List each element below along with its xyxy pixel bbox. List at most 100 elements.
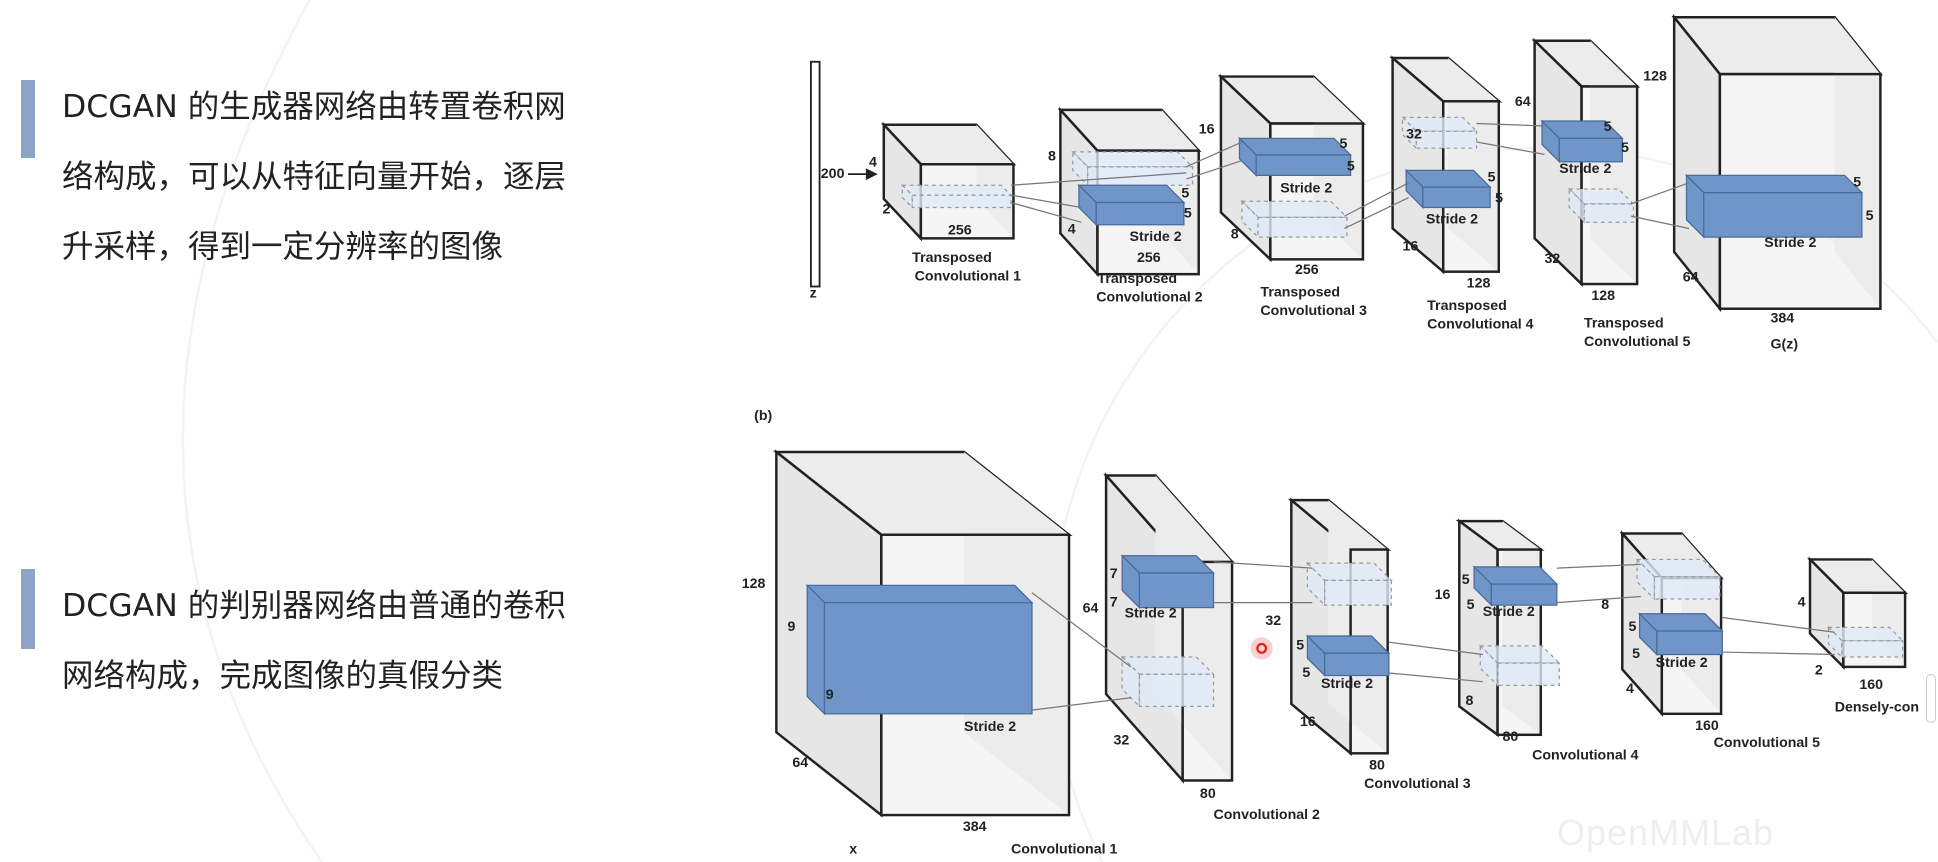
receptive-field (1841, 640, 1904, 658)
discriminator-label: 9 (826, 687, 834, 703)
discriminator-label: 8 (1465, 693, 1473, 709)
receptive-field (901, 183, 913, 209)
generator-label: 5 (1495, 191, 1503, 207)
generator-label: 256 (1137, 250, 1161, 266)
generator-label: 200 (821, 166, 845, 182)
discriminator-label: 5 (1467, 597, 1475, 613)
generator-label: Stride 2 (1559, 161, 1611, 177)
connection-line (1476, 141, 1545, 155)
discriminator-label: 7 (1110, 566, 1118, 582)
generator-label: 4 (1068, 221, 1076, 237)
discriminator-label: 160 (1695, 718, 1719, 734)
kernel-prism-front (1490, 583, 1558, 606)
generator-label: 5 (1339, 136, 1347, 152)
generator-label: 2 (883, 202, 891, 218)
generator-label: 5 (1347, 158, 1355, 174)
watermark: OpenMMLab (1557, 812, 1775, 853)
receptive-field (1400, 116, 1479, 132)
text-line: DCGAN 的生成器网络由转置卷积网 (62, 89, 566, 125)
background-arc (181, 0, 323, 862)
discriminator-label: 4 (1798, 594, 1806, 610)
generator-label: Convolutional 1 (915, 268, 1022, 284)
generator-label: 8 (1231, 226, 1239, 242)
receptive-field (1496, 662, 1560, 687)
scroll-handle[interactable] (1926, 674, 1936, 723)
discriminator-label: 160 (1859, 677, 1883, 693)
discriminator-label: Densely-con (1835, 699, 1919, 715)
discriminator-label: 16 (1435, 587, 1451, 603)
generator-label: 5 (1184, 205, 1192, 221)
text-line: 升采样，得到一定分辨率的图像 (62, 229, 504, 265)
generator-label: 16 (1199, 121, 1215, 137)
text-line: 络构成，可以从特征向量开始，逐层 (62, 159, 567, 195)
generator-label: 5 (1604, 119, 1612, 135)
discriminator-label: 5 (1296, 638, 1304, 654)
kernel-prism-front (1095, 201, 1185, 226)
generator-label: 5 (1853, 174, 1861, 190)
receptive-field (900, 184, 1013, 196)
receptive-field (1401, 115, 1417, 150)
discriminator-label: Stride 2 (964, 719, 1016, 735)
discriminator-label: 128 (742, 576, 766, 592)
panel-label-b: (b) (754, 408, 772, 424)
discriminator-label: 64 (792, 755, 808, 771)
generator-label: 64 (1515, 94, 1531, 110)
discriminator-label: Convolutional 4 (1532, 747, 1639, 763)
generator-label: 256 (1295, 262, 1319, 278)
generator-label: Transposed (1097, 271, 1177, 287)
discriminator-label: Stride 2 (1125, 605, 1177, 621)
generator-label: Convolutional 4 (1427, 316, 1534, 332)
generator-label: 256 (948, 223, 972, 239)
generator-label: Transposed (912, 250, 992, 266)
receptive-field (1306, 561, 1326, 607)
generator-label: 128 (1643, 68, 1667, 84)
text-line: 网络构成，完成图像的真假分类 (62, 658, 504, 694)
generator-label: Transposed (1427, 298, 1507, 314)
discriminator-label: Stride 2 (1321, 676, 1373, 692)
discriminator-label: 80 (1503, 729, 1519, 745)
discriminator-label: 32 (1113, 733, 1129, 749)
kernel-prism-front (823, 602, 1033, 715)
connection-line (1186, 141, 1243, 168)
connection-line (1031, 697, 1131, 711)
generator-label: G(z) (1770, 336, 1798, 352)
connection-line (1630, 215, 1690, 230)
discriminator-label: Convolutional 2 (1214, 807, 1321, 823)
cursor-indicator (1250, 637, 1273, 660)
discriminator-label: 32 (1265, 613, 1281, 629)
discriminator-label: 7 (1110, 594, 1118, 610)
cursor-dot-icon (1256, 642, 1268, 654)
connection-line (1213, 561, 1313, 569)
discriminator-label: 2 (1815, 662, 1823, 678)
receptive-field (1138, 673, 1215, 708)
discriminator-label: 384 (963, 819, 987, 835)
layer-box-front (1580, 85, 1639, 286)
discriminator-description: DCGAN 的判别器网络由普通的卷积 网络构成，完成图像的真假分类 (62, 571, 566, 711)
discriminator-label: Stride 2 (1656, 655, 1708, 671)
kernel-prism-front (1138, 572, 1215, 609)
generator-label: Stride 2 (1280, 181, 1332, 197)
generator-label: 5 (1181, 186, 1189, 202)
latent-vector-z (809, 60, 821, 288)
connection-line (1722, 616, 1835, 633)
generator-label: 5 (1488, 170, 1496, 186)
connection-line (1010, 194, 1082, 209)
receptive-field (1415, 130, 1478, 149)
receptive-field (1827, 625, 1843, 659)
discriminator-label: 5 (1302, 665, 1310, 681)
receptive-field (1241, 199, 1259, 239)
discriminator-label: 4 (1626, 681, 1634, 697)
discriminator-label: Convolutional 1 (1011, 841, 1118, 857)
connection-line (1722, 651, 1835, 656)
kernel-prism-top (805, 584, 1034, 604)
discriminator-label: x (849, 841, 857, 857)
receptive-field (911, 194, 1012, 209)
generator-label: 5 (1621, 140, 1629, 156)
receptive-field (1653, 576, 1721, 600)
connection-line (1556, 563, 1641, 569)
kernel-prism-front (1255, 154, 1352, 176)
receptive-field (1583, 203, 1635, 223)
generator-label: Convolutional 5 (1584, 334, 1691, 350)
